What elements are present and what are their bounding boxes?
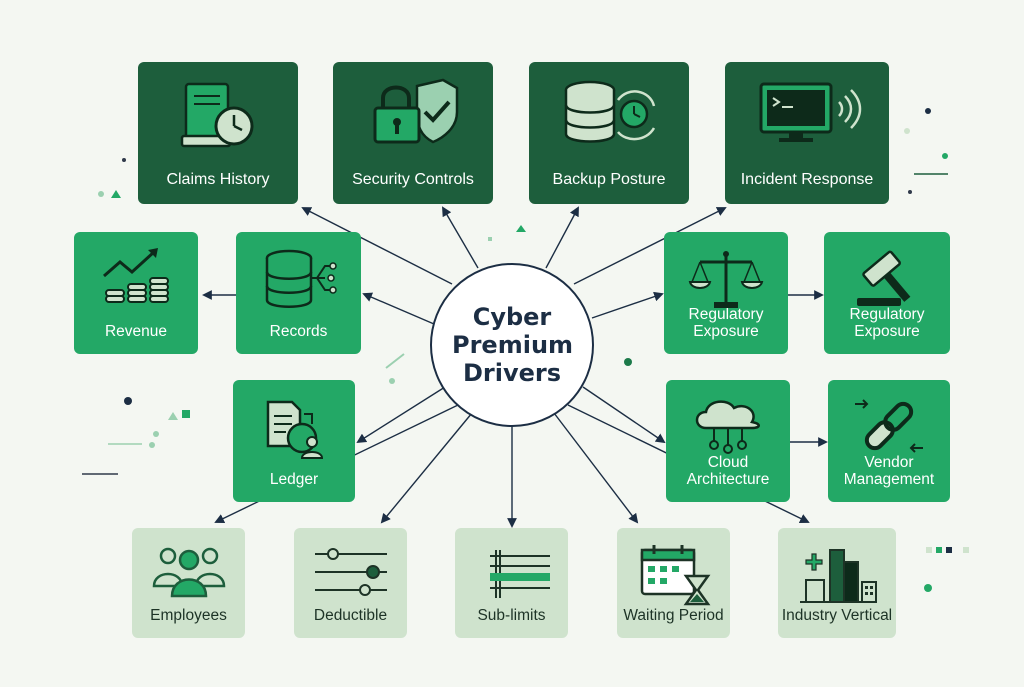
card-label: Backup Posture [552,171,666,188]
card-label: Waiting Period [623,607,724,624]
card-waiting-period[interactable]: Waiting Period [617,528,730,638]
card-label: Employees [150,607,227,624]
card-security-controls[interactable]: Security Controls [333,62,493,204]
gavel-icon [824,246,950,312]
card-label: Sub-limits [477,607,546,624]
card-label: Claims History [166,171,270,188]
decorative-dots-left [82,158,190,475]
connector-incident-response [573,207,727,285]
database-network-icon [236,246,361,314]
connector-waiting-period [553,412,639,524]
connector-cloud-architecture [582,386,666,444]
decorative-dots-center [385,225,632,384]
card-sub-limits[interactable]: Sub-limits [455,528,568,638]
database-sync-icon [529,76,689,150]
card-label: Cloud Architecture [686,454,770,488]
connector-backup-posture [545,206,579,269]
connector-ledger [356,386,446,444]
card-regulatory-exposure-scales[interactable]: Regulatory Exposure [664,232,788,354]
chain-link-icon [828,394,950,460]
card-label: Deductible [313,607,388,624]
terminal-monitor-icon [725,76,889,148]
card-records[interactable]: Records [236,232,361,354]
card-backup-posture[interactable]: Backup Posture [529,62,689,204]
card-vendor-management[interactable]: Vendor Management [828,380,950,502]
card-label: Industry Vertical [781,607,893,624]
card-label: Ledger [269,471,319,488]
connector-records [362,292,435,325]
card-industry-vertical[interactable]: Industry Vertical [778,528,896,638]
card-label: Security Controls [352,171,474,188]
buildings-icon [778,542,896,606]
card-label: Incident Response [740,171,874,188]
card-regulatory-exposure-gavel[interactable]: Regulatory Exposure [824,232,950,354]
card-cloud-architecture[interactable]: Cloud Architecture [666,380,790,502]
hub-title: Cyber Premium Drivers [452,303,574,387]
connector-regulatory-exposure [591,291,664,319]
hub-circle: Cyber Premium Drivers [430,263,594,427]
card-label: Regulatory Exposure [688,306,764,340]
card-revenue[interactable]: Revenue [74,232,198,354]
card-label: Regulatory Exposure [849,306,925,340]
card-deductible[interactable]: Deductible [294,528,407,638]
cloud-network-icon [666,394,790,462]
card-label: Vendor Management [843,454,935,488]
document-person-icon [233,394,355,462]
people-group-icon [132,542,245,602]
connector-claims-history [301,207,453,285]
scales-icon [664,246,788,312]
list-lines-icon [455,542,568,602]
connector-security-controls [442,206,479,269]
lock-shield-icon [333,76,493,148]
card-ledger[interactable]: Ledger [233,380,355,502]
coins-growth-icon [74,246,198,312]
decorative-dots-right [904,108,969,592]
calendar-hourglass-icon [617,542,730,606]
card-label: Revenue [104,323,168,340]
sliders-icon [294,542,407,602]
card-incident-response[interactable]: Incident Response [725,62,889,204]
card-claims-history[interactable]: Claims History [138,62,298,204]
book-clock-icon [138,76,298,152]
connector-deductible [380,412,473,524]
card-employees[interactable]: Employees [132,528,245,638]
card-label: Records [269,323,328,340]
